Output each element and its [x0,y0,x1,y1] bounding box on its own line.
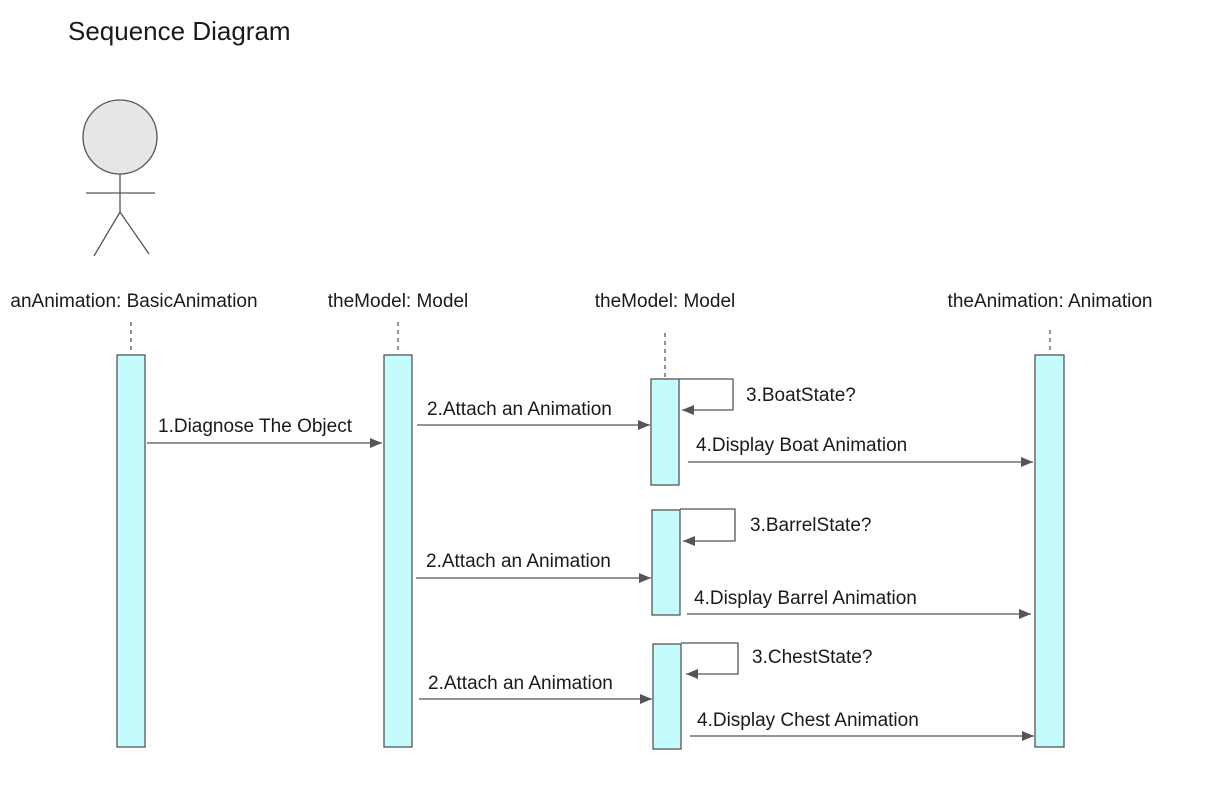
actor-stick-figure-icon [82,99,158,257]
activation-animation [1034,354,1065,748]
participant-model-2-label: theModel: Model [595,291,735,312]
message-4-barrel-label: 4.Display Barrel Animation [694,588,917,609]
message-4-boat-label: 4.Display Boat Animation [696,435,907,456]
message-3-barrel-self-arrow [680,508,736,546]
activation-model-2-chest [652,643,682,750]
diagram-title: Sequence Diagram [68,16,291,46]
message-3-chest-label: 3.ChestState? [752,647,872,668]
actor-right-leg [119,211,150,255]
activation-model-2-barrel [651,509,681,616]
message-3-boat-self-arrow [679,378,734,415]
actor-left-leg [93,211,121,257]
message-3-barrel-label: 3.BarrelState? [750,515,871,536]
message-2-boat-label: 2.Attach an Animation [427,399,612,420]
participant-model-label: theModel: Model [328,291,468,312]
activation-model-2-boat [650,378,680,486]
actor-head [82,99,158,175]
participant-basic-animation-label: anAnimation: BasicAnimation [10,291,257,312]
message-2-chest-label: 2.Attach an Animation [428,673,613,694]
message-4-chest-label: 4.Display Chest Animation [697,710,919,731]
participant-animation-label: theAnimation: Animation [948,291,1153,312]
message-1-label: 1.Diagnose The Object [158,416,353,437]
message-3-boat-label: 3.BoatState? [746,385,856,406]
activation-model [383,354,413,748]
message-3-chest-self-arrow [681,642,739,679]
activation-basic-animation [116,354,146,748]
message-2-barrel-label: 2.Attach an Animation [426,551,611,572]
